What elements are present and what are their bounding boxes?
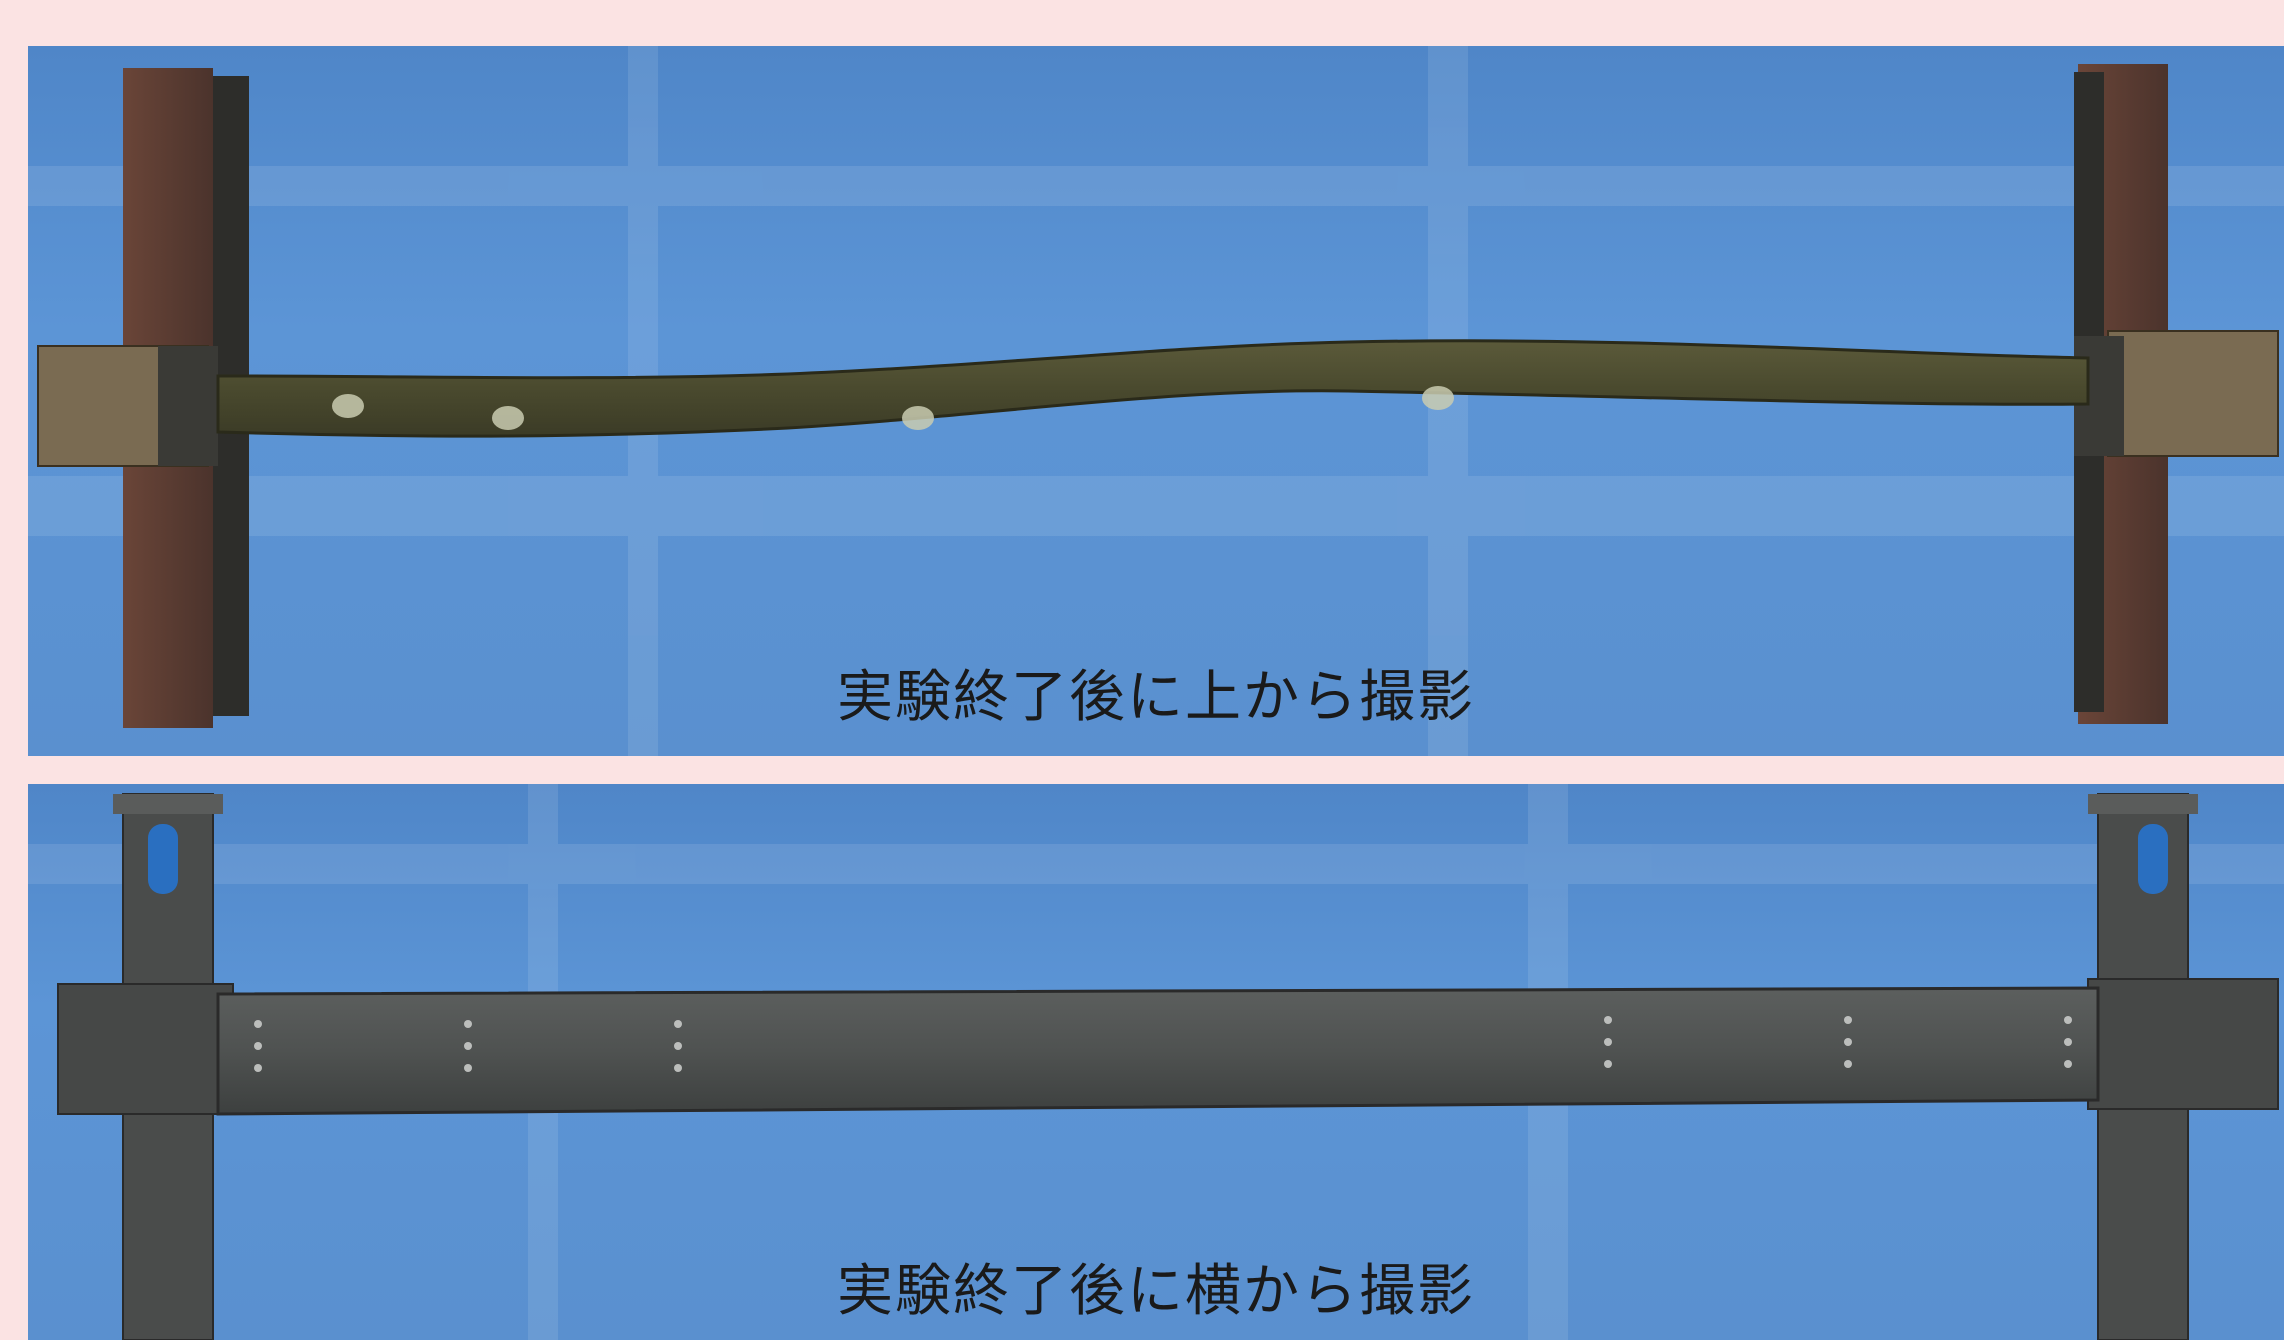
side-view-image xyxy=(28,784,2284,1340)
photo-caption: 実験終了後に上から撮影 xyxy=(837,665,1475,730)
buckled-beam-top xyxy=(216,339,2090,438)
beam-side xyxy=(216,986,2100,1116)
bolt-marks xyxy=(254,1016,2072,1072)
tarp-texture xyxy=(28,46,2284,756)
photo-caption: 実験終了後に横から撮影 xyxy=(837,1259,1475,1324)
right-column xyxy=(2074,64,2279,724)
top-view-image xyxy=(28,46,2284,756)
beam-marks xyxy=(332,386,1454,430)
left-column xyxy=(57,793,234,1340)
photo-side-view: 実験終了後に横から撮影 xyxy=(28,784,2284,1340)
right-column xyxy=(2087,793,2279,1340)
photo-top-view: 実験終了後に上から撮影 xyxy=(28,46,2284,756)
